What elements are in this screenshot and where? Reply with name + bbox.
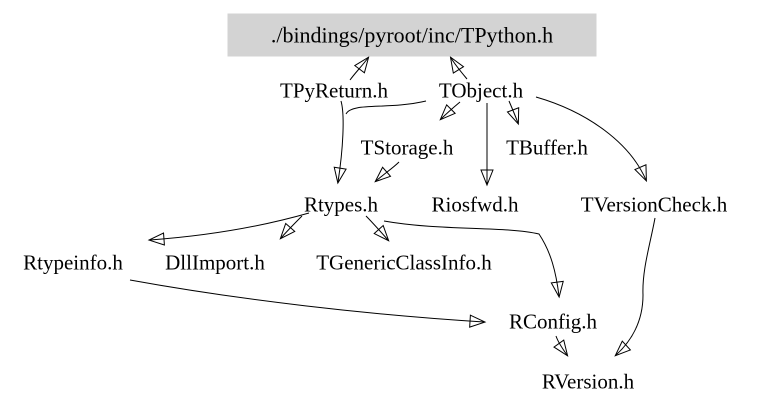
node-tgenericclassinfo[interactable]: TGenericClassInfo.h (316, 250, 492, 275)
edge-tpyreturn-rtypes (333, 100, 347, 185)
node-rversion[interactable]: RVersion.h (541, 369, 635, 394)
edge-tversioncheck-rversion (614, 217, 656, 357)
edge-rconfig-rversion (553, 335, 569, 357)
node-rtypeinfo[interactable]: Rtypeinfo.h (23, 250, 123, 275)
node-tstorage[interactable]: TStorage.h (360, 135, 454, 160)
node-rtypes[interactable]: Rtypes.h (303, 192, 379, 217)
edge-tobject-tversioncheck (535, 96, 647, 183)
edge-tobject-tpython (449, 56, 468, 80)
edge-tstorage-rtypes (374, 161, 400, 183)
node-dllimport[interactable]: DllImport.h (165, 250, 265, 275)
node-tversioncheck[interactable]: TVersionCheck.h (580, 192, 728, 217)
node-rconfig[interactable]: RConfig.h (508, 309, 598, 334)
node-riosfwd[interactable]: Riosfwd.h (431, 192, 519, 217)
edge-rtypes-rtypeinfo (147, 212, 310, 246)
edge-rtypes-tgenericclassinfo (365, 215, 390, 242)
node-tpython: ./bindings/pyroot/inc/TPython.h (227, 13, 597, 57)
edge-rtypes-rconfig (383, 220, 564, 299)
edge-tobject-tstorage (439, 101, 461, 121)
edge-tobject-tbuffer (506, 100, 520, 126)
edge-rtypes-dllimport (279, 215, 303, 240)
edge-tpyreturn-tpython (349, 56, 370, 81)
edge-tobject-rtypes (345, 100, 427, 115)
node-tobject[interactable]: TObject.h (438, 78, 524, 103)
node-tpython-label: ./bindings/pyroot/inc/TPython.h (270, 22, 554, 47)
node-tbuffer[interactable]: TBuffer.h (506, 135, 588, 160)
edge-rtypeinfo-rconfig (129, 279, 487, 328)
node-tpyreturn[interactable]: TPyReturn.h (280, 78, 388, 103)
